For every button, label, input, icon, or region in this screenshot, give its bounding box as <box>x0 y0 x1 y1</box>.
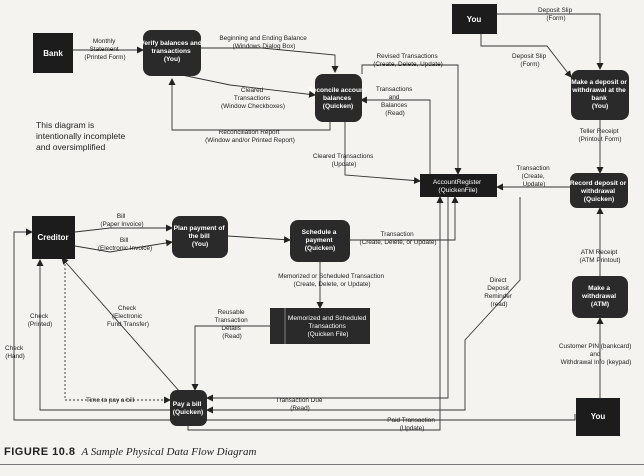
process-schedule: Schedule a payment (Quicken) <box>290 220 350 262</box>
external-you-top-label: You <box>467 15 482 24</box>
label-direct-deposit: Direct Deposit Reminder (read) <box>484 277 514 308</box>
figure-number: FIGURE 10.8 <box>4 446 76 458</box>
flow-bill-paper <box>74 224 173 233</box>
flow-transactions-balances <box>360 96 431 174</box>
svg-text:Schedule a payment: Schedule a payment (Quicken) <box>302 229 339 252</box>
svg-text:Verify balances and tran: Verify balances and transactions (You) <box>140 40 203 63</box>
external-creditor-label: Creditor <box>37 233 68 242</box>
diagram-note: This diagram is intentionally incomplete… <box>36 120 126 152</box>
svg-text:Memorized and Scheduled: Memorized and Scheduled Transactions (Qu… <box>288 315 368 338</box>
label-transaction-cdu: Transaction (Create, Delete, or Update) <box>359 231 436 246</box>
label-paid-transaction: Paid Transaction (Update) <box>387 417 436 432</box>
label-transactions-balances: Transactions and Balances (Read) <box>376 86 414 117</box>
svg-text:Make a deposit or withdr: Make a deposit or withdrawal at the bank… <box>571 79 629 110</box>
label-check-printed: Check (Printed) <box>28 313 53 328</box>
label-deposit-slip-1: Deposit Slip (Form) <box>538 7 574 22</box>
label-bill-paper: Bill (Paper Invoice) <box>100 213 143 228</box>
store-memorized: Memorized and Scheduled Transactions (Qu… <box>270 308 370 344</box>
label-cleared-update: Cleared Transactions (Update) <box>313 153 375 168</box>
flow-begin-end-balance <box>201 47 339 73</box>
svg-text:Record deposit or withdr: Record deposit or withdrawal (Quicken) <box>570 180 628 203</box>
label-transaction-create-update: Transaction (Create, Update) <box>517 165 552 188</box>
external-you-bottom-label: You <box>591 412 606 421</box>
external-you-bottom: You <box>576 398 620 436</box>
label-bill-electronic: Bill (Electronic Invoice) <box>98 237 152 252</box>
svg-text:Pay a bill (Quicken): Pay a bill (Quicken) <box>173 401 203 416</box>
flow-revised-transactions <box>361 64 462 175</box>
flow-deposit-slip-1 <box>497 13 604 70</box>
flow-reconciliation-report <box>168 78 331 131</box>
flow-transaction-cdu <box>350 196 459 241</box>
label-transaction-due: Transaction Due (Read) <box>276 397 324 412</box>
label-check-hand: Check (Hand) <box>5 345 25 360</box>
process-deposit: Make a deposit or withdrawal at the bank… <box>571 70 629 120</box>
figure-title: A Sample Physical Data Flow Diagram <box>81 446 257 458</box>
process-withdraw: Make a withdrawal (ATM) <box>572 276 628 318</box>
flow-check-printed <box>36 259 172 411</box>
label-atm-receipt: ATM Receipt (ATM Printout) <box>579 249 620 264</box>
flow-check-hand <box>13 228 576 421</box>
process-paybill: Pay a bill (Quicken) <box>170 390 207 426</box>
label-customer-pin: Customer PIN (bankcard) and Withdrawal I… <box>559 343 633 366</box>
flow-direct-deposit-reminder <box>206 197 521 414</box>
figure-caption: FIGURE 10.8 A Sample Physical Data Flow D… <box>4 446 256 458</box>
process-record: Record deposit or withdrawal (Quicken) <box>570 173 628 208</box>
label-revised-transactions: Revised Transactions (Create, Delete, Up… <box>373 53 443 68</box>
flow-check-eft <box>61 257 181 393</box>
process-plan: Plan payment of the bill (You) <box>172 216 228 258</box>
external-you-top: You <box>452 4 497 34</box>
process-reconcile: Reconcile account balances (Quicken) <box>308 74 368 122</box>
label-begin-end-balance: Beginning and Ending Balance (Windows Di… <box>219 35 308 50</box>
label-memorized-scheduled: Memorized or Scheduled Transaction (Crea… <box>278 273 386 288</box>
store-register: AccountRegister (QuickenFile) <box>420 174 497 197</box>
flow-cleared-transactions <box>181 74 316 98</box>
external-bank-label: Bank <box>43 49 63 58</box>
external-bank: Bank <box>33 33 73 73</box>
label-time-to-pay: Time to pay a bill <box>86 397 134 404</box>
flow-time-to-pay <box>64 260 171 404</box>
flow-transaction-due <box>206 197 449 402</box>
flow-reusable-details <box>191 325 270 391</box>
label-monthly-statement: Monthly Statement (Printed Form) <box>84 38 125 61</box>
svg-text:Make a withdrawal: Make a withdrawal (ATM) <box>581 285 618 308</box>
label-cleared-transactions: Cleared Transactions (Window Checkboxes) <box>221 87 285 110</box>
label-check-eft: Check (Electronic Fund Transfer) <box>107 305 149 328</box>
label-reusable-details: Reusable Transaction Details (Read) <box>215 309 250 340</box>
external-creditor: Creditor <box>32 216 75 259</box>
label-deposit-slip-2: Deposit Slip (Form) <box>512 53 548 68</box>
caption-rule <box>0 464 644 465</box>
process-verify: Verify balances and transactions (You) <box>140 30 203 76</box>
label-teller-receipt: Teller Receipt (Printout Form) <box>579 128 622 143</box>
svg-text:Reconcile account balanc: Reconcile account balances (Quicken) <box>308 87 368 110</box>
flow-plan-to-schedule <box>227 235 291 244</box>
flow-paid-transaction <box>187 196 444 431</box>
label-reconciliation-report: Reconciliation Report (Window and/or Pri… <box>205 129 295 144</box>
flow-deposit-slip-2 <box>480 31 572 78</box>
svg-text:AccountRegister (Quicken: AccountRegister (QuickenFile) <box>433 179 483 194</box>
flow-bill-electronic <box>74 239 173 253</box>
svg-text:Plan payment of the bill: Plan payment of the bill (You) <box>174 225 227 248</box>
flow-cleared-update <box>344 122 421 185</box>
